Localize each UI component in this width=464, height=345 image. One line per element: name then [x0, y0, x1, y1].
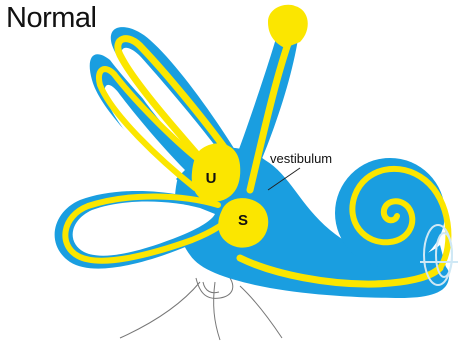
endolymphatic-sac	[268, 5, 308, 48]
saccule: S	[218, 198, 268, 248]
perilymph-region	[55, 25, 449, 298]
nerve-sketch	[120, 278, 282, 340]
utricle-label: U	[206, 170, 217, 187]
saccule-label: S	[238, 212, 248, 229]
utricle: U	[192, 143, 241, 202]
vestibulum-label: vestibulum	[270, 151, 332, 166]
